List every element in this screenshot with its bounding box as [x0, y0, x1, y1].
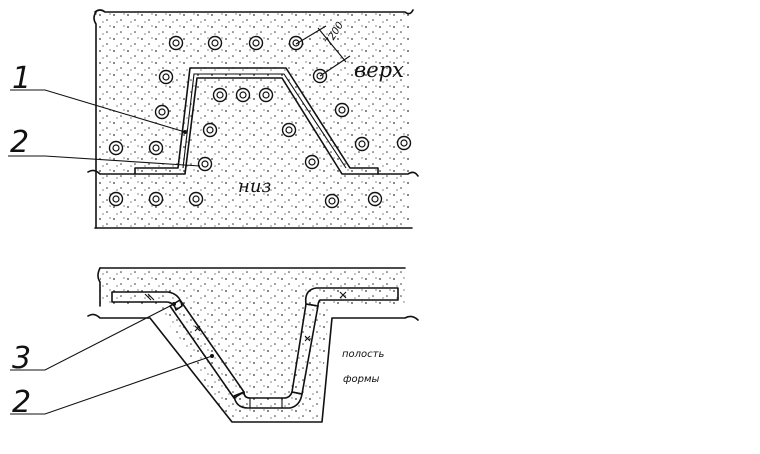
tube-right-horizontal — [304, 287, 399, 307]
hole-inner — [206, 126, 214, 134]
callout-3-leader — [10, 303, 175, 371]
hole-inner — [285, 126, 293, 134]
hole-inner — [162, 73, 170, 81]
hole-inner — [328, 197, 336, 205]
hole-inner — [192, 195, 200, 203]
callout-2b-dot — [210, 354, 214, 358]
top-view: 7200 верх низ 1 2 — [8, 9, 419, 229]
callout-1-leader — [10, 89, 186, 133]
hole-inner — [152, 144, 160, 152]
hole-outer — [148, 191, 164, 207]
hole-outer — [281, 122, 297, 138]
cavity-label-line1: полость — [342, 349, 384, 360]
hole-inner — [308, 158, 316, 166]
hole-inner — [216, 91, 224, 99]
hole-outer — [188, 191, 204, 207]
callout-2b-leader — [10, 355, 213, 415]
hole-inner — [316, 72, 324, 80]
cavity-label-line2: формы — [343, 374, 380, 385]
hole-outer — [334, 102, 350, 118]
left-edge-line — [93, 11, 97, 229]
hole-outer — [324, 193, 340, 209]
hole-outer — [235, 87, 251, 103]
callout-2b-text: 2 — [12, 385, 31, 420]
hole-inner — [371, 195, 379, 203]
label-bottom-surface: низ — [238, 176, 271, 197]
hole-outer — [367, 191, 383, 207]
hole-outer — [108, 191, 124, 207]
section-left-line — [97, 267, 101, 307]
dimension-lines — [295, 25, 351, 77]
hole-inner — [112, 195, 120, 203]
hole-outer — [202, 122, 218, 138]
hole-inner — [201, 160, 209, 168]
hole-outer — [168, 35, 184, 51]
hole-outer — [158, 69, 174, 85]
hole-outer — [148, 140, 164, 156]
hole-outer — [108, 140, 124, 156]
hole-outer — [207, 35, 223, 51]
right-break-line — [377, 171, 419, 177]
hole-inner — [112, 144, 120, 152]
hole-inner — [252, 39, 260, 47]
tube-left-horizontal — [111, 291, 183, 311]
hole-inner — [172, 39, 180, 47]
hole-inner — [239, 91, 247, 99]
section-cavity-outline — [87, 313, 419, 423]
label-top-surface: верх — [354, 58, 404, 82]
left-break-line — [87, 169, 136, 175]
groove-outline — [134, 67, 379, 175]
hole-outer — [212, 87, 228, 103]
hole-inner — [338, 106, 346, 114]
section-view: полость формы 3 2 — [10, 267, 419, 423]
hole-outer — [258, 87, 274, 103]
hole-inner — [211, 39, 219, 47]
hole-markers — [108, 35, 412, 209]
callout-3-text: 3 — [12, 341, 31, 376]
hole-inner — [158, 108, 166, 116]
callout-1-text: 1 — [12, 61, 31, 96]
hole-outer — [248, 35, 264, 51]
hole-inner — [400, 139, 408, 147]
hole-inner — [152, 195, 160, 203]
hole-inner — [262, 91, 270, 99]
callout-2-text: 2 — [10, 125, 29, 160]
hole-outer — [354, 136, 370, 152]
insert-liner-strip — [182, 73, 347, 169]
callout-3-dot — [172, 302, 176, 306]
hole-outer — [154, 104, 170, 120]
hole-inner — [358, 140, 366, 148]
section-concrete-fill — [100, 268, 405, 422]
hole-outer — [304, 154, 320, 170]
hole-outer — [197, 156, 213, 172]
top-edge-line — [94, 9, 414, 15]
callout-1-dot — [183, 130, 187, 134]
callout-2-leader — [8, 155, 201, 167]
hole-outer — [288, 35, 304, 51]
hole-outer — [396, 135, 412, 151]
hole-inner — [292, 39, 300, 47]
